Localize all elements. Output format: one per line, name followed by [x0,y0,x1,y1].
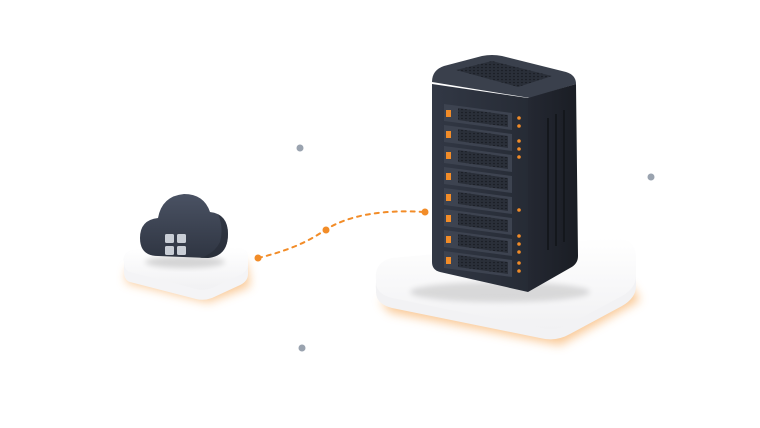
connection-line [257,210,426,259]
status-leds [517,116,521,273]
connector-endpoint [322,226,330,234]
drive-bay [444,125,512,151]
drive-bay [444,104,512,130]
drive-bay [444,230,512,256]
server-rack-icon [410,55,590,302]
drive-bay [444,167,512,193]
floating-dot-icon [296,144,304,152]
drive-bay [444,251,512,277]
connector-endpoint [421,208,429,216]
connector-endpoint [254,254,262,262]
side-vents [547,110,565,250]
grid-icon [165,234,186,255]
drive-bay [444,188,512,214]
drive-bay [444,209,512,235]
drive-bay [444,146,512,172]
cloud-icon [140,194,228,268]
drive-bays [444,104,512,277]
floating-dot-icon [298,344,306,352]
floating-dot-icon [647,173,655,181]
